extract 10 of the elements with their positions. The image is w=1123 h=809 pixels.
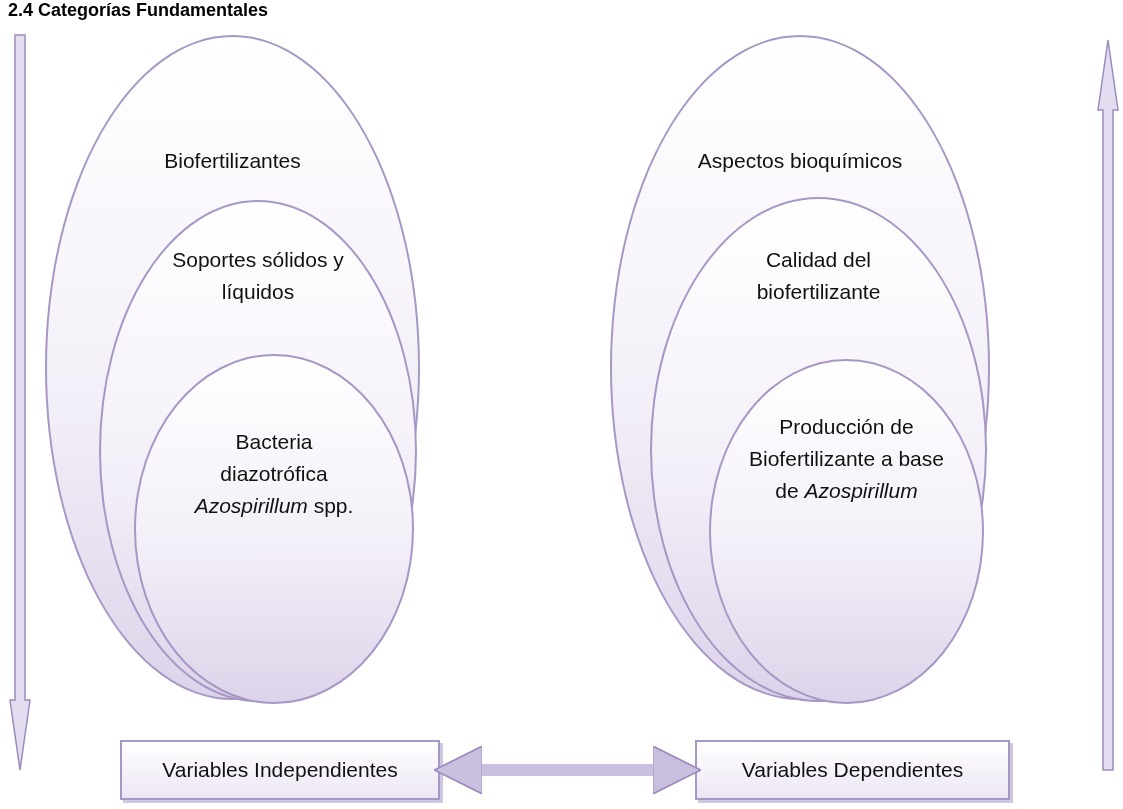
ellipse-label: Biofertilizantes: [164, 148, 301, 174]
double-arrow: [433, 745, 702, 795]
ellipse-label: Calidad del biofertilizante: [755, 247, 882, 305]
ellipse-label: Producción de Biofertilizante a base de Azospirillum: [748, 414, 945, 504]
ellipse-label: Bacteria diazotrófica Azospirillum spp.: [193, 429, 355, 519]
heading: 2.4 Categorías Fundamentales: [8, 0, 269, 21]
variable-box: Variables Dependientes: [695, 740, 1010, 800]
ellipse-label: Soportes sólidos y líquidos: [171, 247, 345, 305]
variable-box: Variables Independientes: [120, 740, 440, 800]
ellipse-label: Aspectos bioquímicos: [697, 148, 903, 174]
